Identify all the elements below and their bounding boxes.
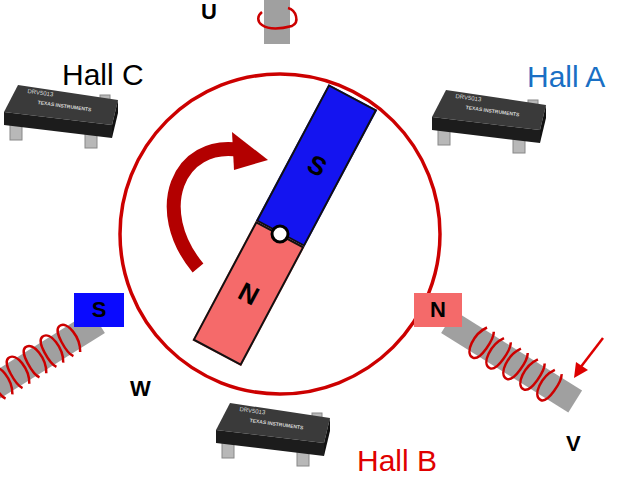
stator-pole-box: S	[74, 293, 124, 327]
sensor-label: Hall C	[62, 60, 144, 90]
hall-sensor-c	[4, 85, 118, 148]
sensor-label: Hall A	[527, 62, 605, 92]
rotor-circle	[120, 74, 440, 394]
coil-winding	[482, 335, 513, 371]
coil-winding	[533, 367, 564, 403]
coil-winding	[0, 364, 17, 400]
coil-winding	[3, 353, 34, 389]
pole-letter: S	[92, 299, 107, 321]
rotor-pivot	[272, 226, 288, 242]
coil-winding	[20, 343, 51, 379]
rotor-pivot	[268, 222, 292, 246]
coil-winding	[465, 325, 496, 361]
phase-label: V	[566, 433, 581, 455]
pole-letter: N	[430, 299, 446, 321]
sensor-label: Hall B	[357, 446, 437, 476]
stator-tooth-u	[258, 0, 296, 44]
phase-label: U	[201, 1, 217, 23]
coil-winding	[499, 346, 530, 382]
current-arrow	[574, 338, 603, 378]
pole-letter: N	[234, 278, 263, 310]
phase-label: W	[130, 378, 151, 400]
coil-winding	[37, 332, 68, 368]
hall-sensor-b	[216, 403, 330, 466]
stator-pole-box: N	[414, 293, 462, 327]
hall-sensor-a	[432, 90, 546, 153]
coil-winding	[516, 357, 547, 393]
pole-letter: S	[303, 150, 331, 181]
